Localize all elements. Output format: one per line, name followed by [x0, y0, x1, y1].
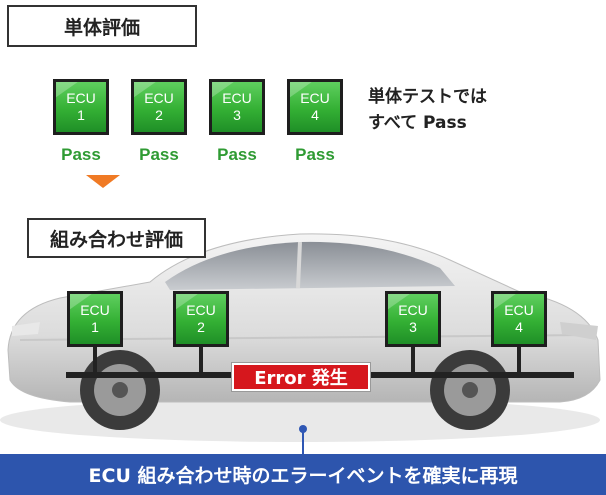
- combo-ecu-1: ECU 1: [67, 291, 123, 347]
- ecu-label: ECU: [300, 90, 330, 106]
- footer-banner: ECU 組み合わせ時のエラーイベントを確実に再現: [0, 454, 606, 495]
- unit-ecu-4: ECU 4: [287, 79, 343, 135]
- unit-test-note: 単体テストでは すべて Pass: [368, 84, 487, 136]
- combo-ecu-2: ECU 2: [173, 291, 229, 347]
- down-arrow-icon: [86, 175, 120, 188]
- error-badge: Error 発生: [232, 363, 370, 391]
- unit-eval-title: 単体評価: [7, 5, 197, 47]
- car-illustration: [0, 233, 601, 442]
- ecu-label: ECU: [80, 302, 110, 318]
- ecu-3-wire: [411, 346, 415, 374]
- ecu-number: 4: [311, 107, 319, 123]
- ecu-label: ECU: [222, 90, 252, 106]
- note-line-1: 単体テストでは: [368, 87, 487, 107]
- combo-ecu-3: ECU 3: [385, 291, 441, 347]
- note-line-2: すべて Pass: [368, 113, 467, 133]
- pass-label-1: Pass: [61, 145, 101, 164]
- unit-ecu-1: ECU 1: [53, 79, 109, 135]
- combo-eval-title: 組み合わせ評価: [27, 218, 206, 258]
- pointer-dot: [299, 425, 307, 433]
- ecu-number: 3: [233, 107, 241, 123]
- ecu-number: 3: [409, 319, 417, 335]
- ecu-1-wire: [93, 346, 97, 374]
- pass-label-3: Pass: [217, 145, 257, 164]
- ecu-number: 1: [91, 319, 99, 335]
- ecu-4-wire: [517, 346, 521, 374]
- ecu-number: 4: [515, 319, 523, 335]
- combo-ecu-4: ECU 4: [491, 291, 547, 347]
- ecu-label: ECU: [398, 302, 428, 318]
- ecu-label: ECU: [504, 302, 534, 318]
- ecu-2-wire: [199, 346, 203, 374]
- ecu-number: 1: [77, 107, 85, 123]
- ecu-number: 2: [155, 107, 163, 123]
- pointer-line: [302, 430, 304, 454]
- ecu-label: ECU: [186, 302, 216, 318]
- ecu-label: ECU: [66, 90, 96, 106]
- ecu-label: ECU: [144, 90, 174, 106]
- unit-ecu-2: ECU 2: [131, 79, 187, 135]
- pass-label-2: Pass: [139, 145, 179, 164]
- ecu-number: 2: [197, 319, 205, 335]
- unit-ecu-3: ECU 3: [209, 79, 265, 135]
- pass-label-4: Pass: [295, 145, 335, 164]
